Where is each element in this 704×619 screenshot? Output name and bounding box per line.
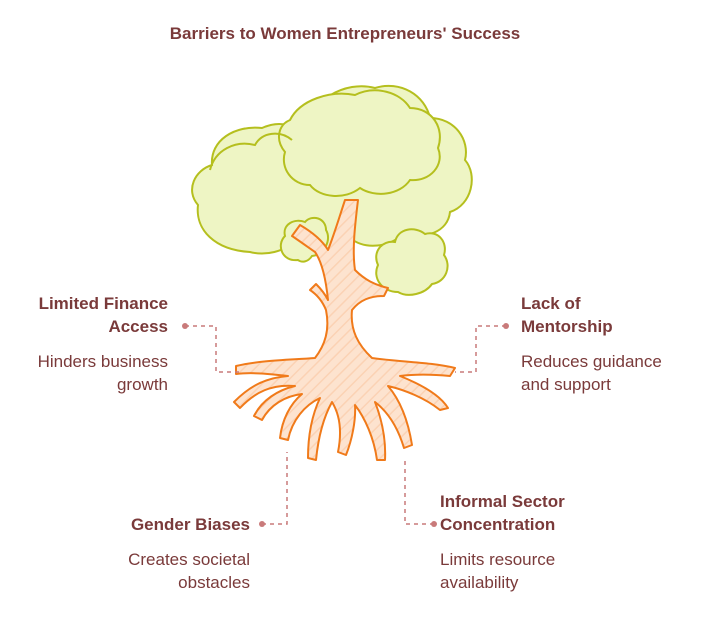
tree-foliage <box>191 84 473 296</box>
informal-label: Informal Sector Concentration <box>440 492 565 534</box>
connector-lines <box>185 325 506 525</box>
mentorship-label: Lack of Mentorship <box>521 294 613 336</box>
mentorship-description: Reduces guidance and support <box>521 352 662 394</box>
finance-label: Limited Finance Access <box>38 294 168 336</box>
connector-dots <box>182 323 509 527</box>
connector-gender <box>262 452 288 525</box>
gender-label: Gender Biases <box>130 515 250 534</box>
gender-description: Creates societal obstacles <box>128 550 250 592</box>
finance-description: Hinders business growth <box>37 352 168 394</box>
informal-description: Limits resource availability <box>440 550 556 592</box>
tree-trunk <box>233 199 456 461</box>
connector-finance <box>185 325 240 373</box>
connector-mentorship <box>455 325 506 373</box>
connector-informal <box>404 458 434 525</box>
diagram-title: Barriers to Women Entrepreneurs' Success <box>169 24 521 43</box>
